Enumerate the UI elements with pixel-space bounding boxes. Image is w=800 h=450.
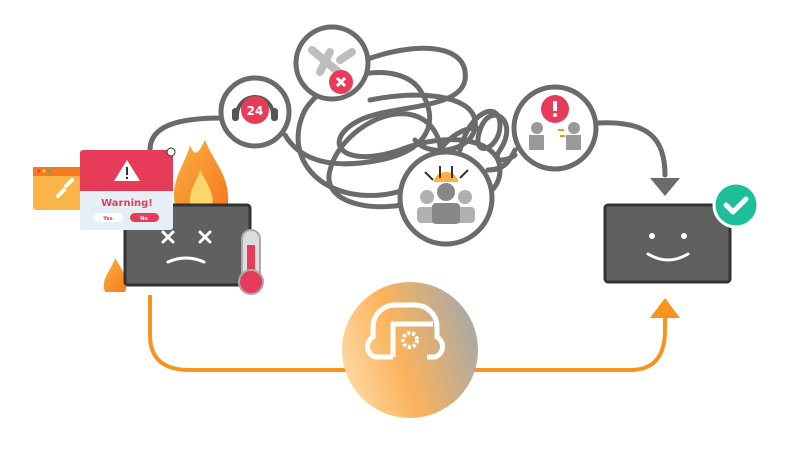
happy-monitor xyxy=(603,203,732,284)
technicians-icon xyxy=(397,149,495,247)
support-badge-text: 24 xyxy=(247,104,264,118)
support-24-icon: 24 xyxy=(218,75,292,149)
warning-title: Warning! xyxy=(101,198,153,209)
arrow-up-icon xyxy=(650,298,680,318)
warning-dialog: Warning! Yes No xyxy=(80,147,176,230)
no-button[interactable] xyxy=(130,213,159,222)
recovery-path xyxy=(148,295,667,372)
tangled-path xyxy=(147,45,668,210)
fire-icon xyxy=(103,140,229,292)
yes-label: Yes xyxy=(102,216,113,222)
broken-link-icon xyxy=(56,178,74,198)
cancelled-flight-icon xyxy=(293,24,371,102)
success-check-icon xyxy=(712,181,760,229)
close-icon[interactable] xyxy=(166,147,176,157)
arrow-down-icon xyxy=(650,178,680,196)
thermometer-icon xyxy=(238,229,264,295)
no-label: No xyxy=(140,216,148,222)
yes-button[interactable] xyxy=(94,213,123,222)
communication-alert-icon xyxy=(511,84,599,172)
cloud-gear-logo xyxy=(342,282,478,418)
